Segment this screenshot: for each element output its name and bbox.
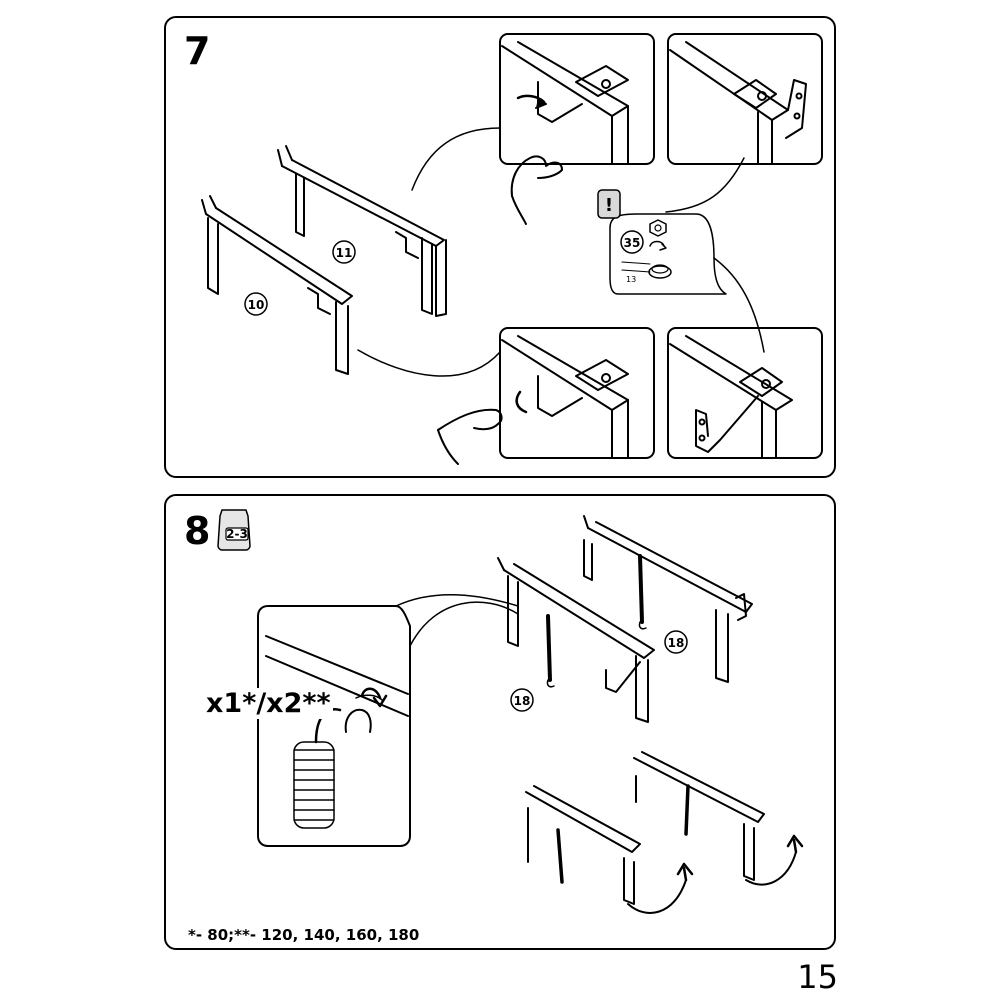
hand-icon (510, 155, 563, 225)
step-7-illustration: 11 10 ! 35 13 (201, 33, 823, 465)
bracket-detail-bottom-left (501, 335, 629, 459)
step-8-panel: 8 2-3 (164, 494, 836, 950)
svg-text:!: ! (605, 195, 613, 216)
rotate-icon (649, 240, 667, 251)
step-7-panel: 7 (164, 16, 836, 478)
spring-icon (638, 554, 647, 630)
hand-icon (437, 408, 503, 465)
spring-detail (265, 635, 409, 829)
curved-arrow-icon (676, 862, 694, 882)
part-label-18: 18 (668, 636, 685, 650)
torque-callout: 35 (620, 230, 644, 254)
torque-value: 35 (624, 236, 641, 250)
rail-flip-right (633, 751, 797, 886)
curved-arrow-icon (360, 687, 388, 708)
washer-icon (621, 261, 672, 279)
page-number: 15 (797, 958, 838, 996)
part-label-18: 18 (514, 694, 531, 708)
quantity-label: x1*/x2** (204, 688, 333, 719)
bracket-detail-top-right (669, 41, 807, 165)
bag-label: 2-3 (226, 527, 248, 541)
detail-frame-top-right (667, 33, 823, 165)
zoom-detail-frame (257, 605, 411, 847)
bracket-detail-bottom-right (669, 335, 793, 459)
rail-assembly-right (583, 515, 753, 683)
nut-icon (649, 219, 667, 237)
bracket-detail-top-left (501, 41, 629, 165)
hardware-bag-icon: 2-3 (217, 509, 251, 551)
detail-frame-bottom-right (667, 327, 823, 459)
spring-icon (546, 614, 555, 688)
part-label-10: 10 (248, 298, 265, 312)
part-callout-10: 10 (244, 292, 268, 316)
rail-assembly-left (497, 557, 655, 723)
part-callout-18a: 18 (664, 630, 688, 654)
step-number: 8 (184, 509, 211, 553)
exclamation-warning-icon: ! (597, 189, 621, 219)
step-8-illustration: 2-3 (217, 509, 804, 914)
rail-flip-left (525, 785, 687, 914)
wrench-size: 13 (626, 275, 636, 284)
part-label-11: 11 (336, 246, 353, 260)
size-footnote: *- 80;**- 120, 140, 160, 180 (188, 926, 420, 944)
detail-frame-bottom-left (499, 327, 655, 459)
part-callout-18b: 18 (510, 688, 534, 712)
rail-10 (201, 195, 353, 375)
part-callout-11: 11 (332, 240, 356, 264)
curved-arrow-icon (786, 834, 804, 854)
step-number: 7 (184, 29, 211, 73)
detail-frame-top-left (499, 33, 655, 165)
rail-11 (277, 145, 447, 317)
